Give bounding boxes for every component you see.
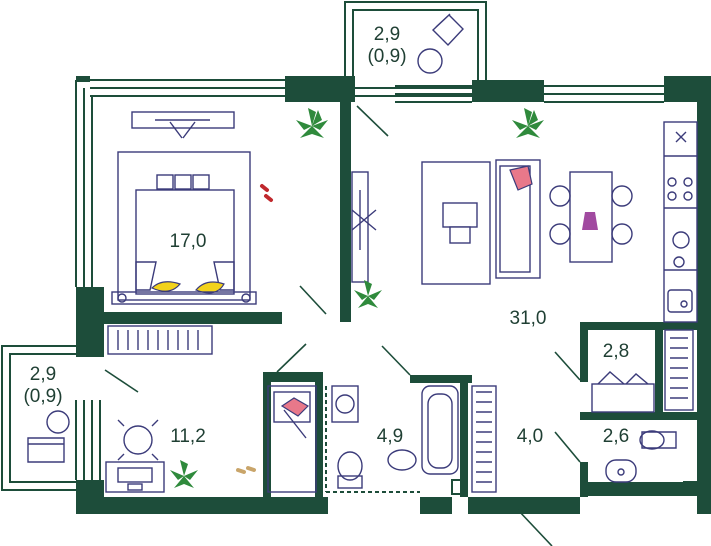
storage-area: 2,8 [602, 341, 630, 362]
room-small-furniture [105, 419, 256, 493]
balcony-top-area: 2,9 [373, 24, 401, 45]
bedroom-furniture [111, 111, 327, 315]
plant-icon [354, 280, 382, 308]
toilet-area: 2,6 [602, 426, 630, 447]
living-furniture [351, 159, 633, 285]
bathroom-area: 4,9 [376, 426, 404, 447]
room-small-area: 11,2 [170, 426, 206, 447]
balcony-top-label: 2,9 (0,9) [362, 24, 412, 68]
balcony-top [344, 1, 487, 80]
hallway-area: 4,0 [516, 426, 544, 447]
bathroom-fixtures [325, 385, 459, 493]
balcony-left [1, 345, 76, 491]
wall-details [451, 479, 697, 495]
storage-furniture [591, 329, 694, 413]
doors [104, 105, 581, 546]
kitchen-counter [663, 121, 698, 323]
balcony-left-area-reduced: (0,9) [23, 386, 63, 407]
bedroom-area: 17,0 [169, 231, 207, 252]
hallway-furniture [267, 385, 497, 493]
balcony-left-label: 2,9 (0,9) [18, 364, 68, 408]
walls [76, 76, 711, 514]
balcony-left-area: 2,9 [29, 364, 57, 385]
balcony-top-area-reduced: (0,9) [367, 46, 407, 67]
living-kitchen-area: 31,0 [509, 308, 547, 329]
windows [75, 79, 664, 480]
plant-icon [296, 108, 328, 138]
plant-icons [170, 108, 544, 488]
toilet-fixtures [590, 430, 677, 489]
wardrobe [107, 325, 213, 355]
plant-icon [512, 108, 544, 138]
plant-icon [170, 460, 198, 488]
